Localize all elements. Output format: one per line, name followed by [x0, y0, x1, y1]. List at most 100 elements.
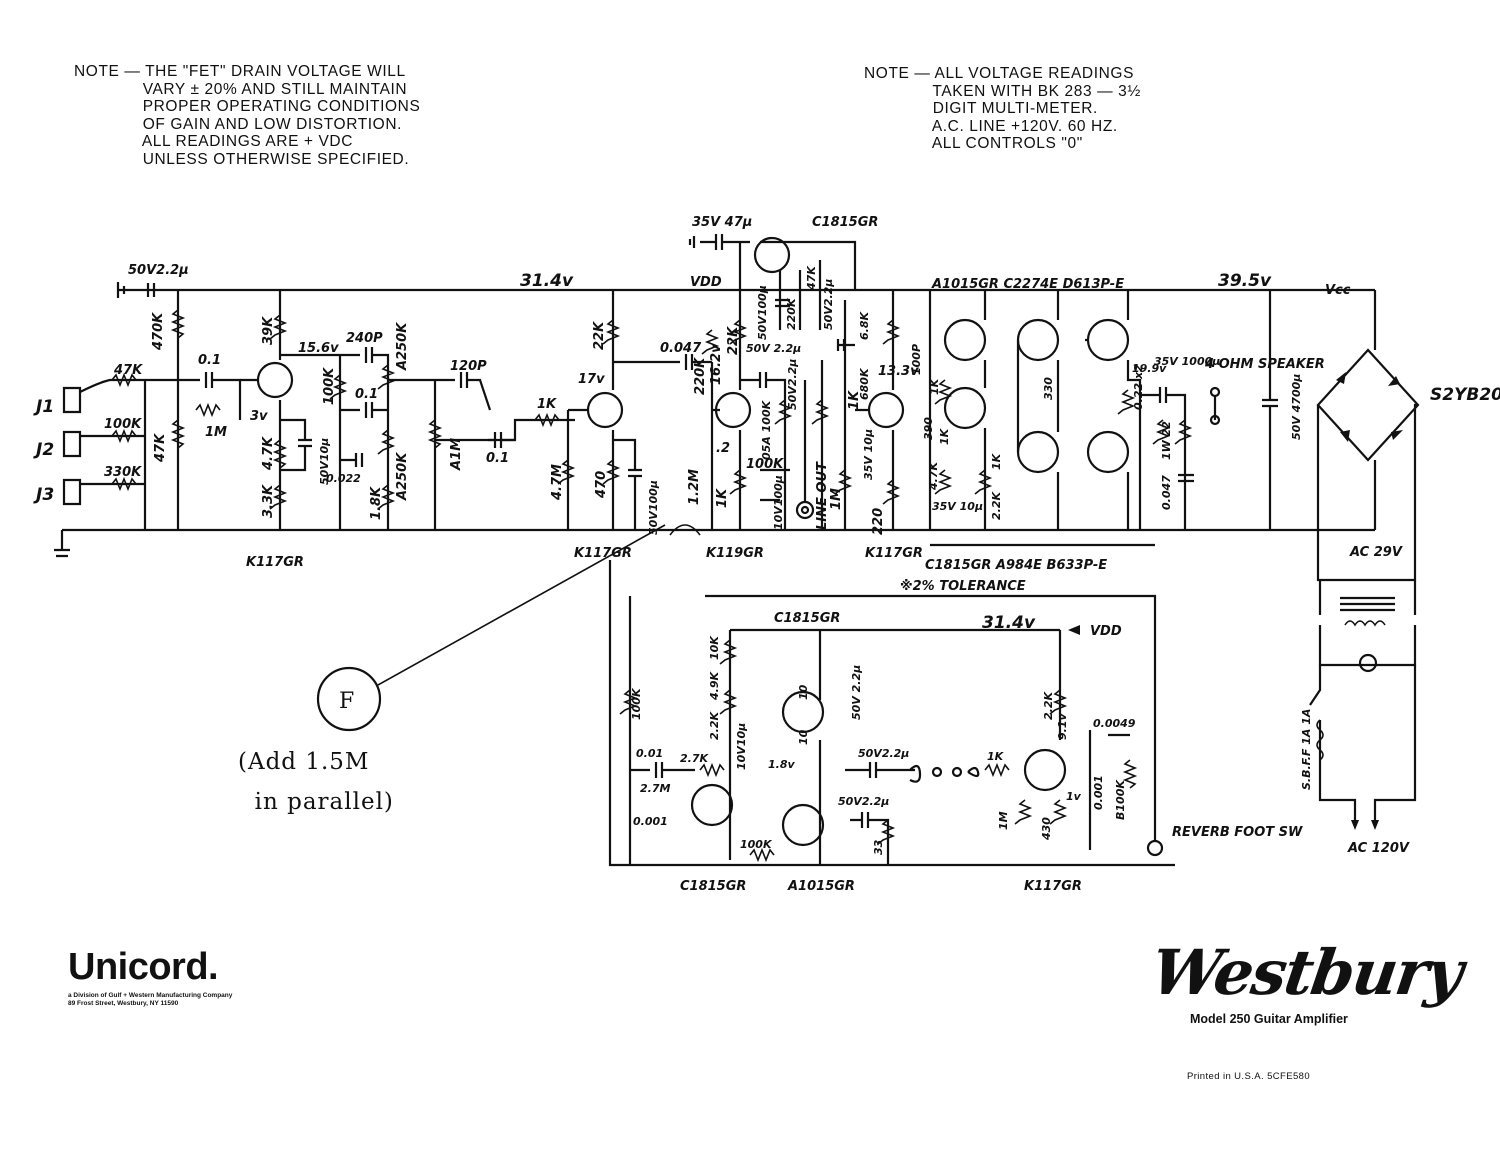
vdd-arrow [1068, 625, 1080, 635]
power-switch-wires [1309, 665, 1417, 820]
lbl-220k-b: 220K [785, 297, 798, 330]
lbl-47k-c: 4.7K [261, 436, 276, 471]
lbl-35v10u: 35V 10µ [862, 429, 875, 480]
filter-caps [1178, 290, 1278, 530]
lbl-50v100u: 50V100µ [647, 480, 660, 535]
lbl-1k-b: 1K [715, 488, 730, 508]
volume-wires [388, 372, 575, 530]
lbl-330: 330 [1042, 377, 1055, 400]
fet1-bypass-cap [280, 418, 312, 472]
fet-reverb-k117gr [1023, 748, 1067, 792]
speaker-terminal-top [1209, 386, 1221, 398]
lbl-430: 430 [1040, 817, 1053, 841]
lbl-c1815gr-top: C1815GR [812, 215, 878, 230]
fet2 [586, 391, 624, 429]
fet1 [256, 361, 294, 399]
lbl-50v22u-e: 50V2.2µ [858, 747, 909, 760]
lbl-k117gr-1: K117GR [246, 555, 304, 570]
volume-pot [427, 419, 443, 449]
lbl-50v22u-d: 50V 2.2µ [850, 665, 863, 720]
lbl-120p: 120P [450, 359, 487, 374]
printed-code: Printed in U.S.A. 5CFE580 [1187, 1071, 1310, 1082]
lbl-022: 0.22 x2 [1132, 364, 1145, 410]
lbl-1k-g: 1K [987, 750, 1005, 763]
reverb-wires [608, 560, 1175, 867]
reverb-caps [845, 762, 915, 865]
lbl-05a100k: 05A 100K [760, 399, 773, 460]
fet4-resistors [882, 319, 901, 505]
lbl-27k: 2.7K [680, 752, 709, 765]
regulator-wires [700, 234, 857, 290]
ground-symbol [54, 530, 70, 558]
power-amp-resistors [934, 379, 1136, 495]
lbl-line-out: LINE OUT [815, 461, 830, 530]
lbl-47k-d: 47K [805, 265, 818, 291]
q-d613pe [1086, 318, 1130, 362]
lbl-0001: 0.001 [633, 815, 668, 828]
q-reverb-c1815gr [690, 783, 734, 827]
bias-resistors [170, 309, 221, 449]
lbl-330k: 330K [104, 465, 142, 480]
lbl-0047-b: 0.047 [1160, 475, 1173, 510]
lbl-outputs-bottom: C1815GR A984E B633P-E [925, 558, 1107, 573]
speaker-terminal-bottom [1209, 414, 1221, 426]
lbl-0047: 0.047 [660, 341, 702, 356]
lbl-47k-b: 47K [153, 433, 168, 463]
tone-cap [340, 453, 364, 467]
input-resistors [111, 372, 137, 492]
lbl-22k-e: 2.2K [1042, 691, 1055, 720]
lbl-k117gr-3: K117GR [865, 546, 923, 561]
lbl-a250k-2: A250K [395, 452, 410, 501]
line-cap [1358, 653, 1378, 673]
lbl-47m: 4.7M [550, 464, 565, 501]
lbl-1m-b: 1M [829, 488, 844, 510]
fet3 [714, 391, 752, 429]
transformer [1318, 580, 1417, 667]
diode-arrows [1336, 372, 1403, 442]
q-a1015gr [943, 318, 987, 362]
lbl-50v-22u: 50V 2.2µ [746, 342, 801, 355]
lbl-18k: 1.8K [369, 486, 384, 520]
lbl-k117gr-4: K117GR [1024, 879, 1082, 894]
lbl-0001-b: 0.001 [1092, 775, 1105, 810]
lbl-1v: 1v [1066, 790, 1082, 803]
transformer-primary [1344, 620, 1386, 627]
lbl-18v: 1.8v [768, 758, 795, 771]
unicord-address: a Division of Gulf + Western Manufacturi… [68, 992, 233, 1007]
lbl-50v22u-f: 50V2.2µ [838, 795, 889, 808]
lbl-k117gr-2: K117GR [574, 546, 632, 561]
lbl-1m-c: 1M [997, 811, 1010, 830]
lbl-22k-c: 2.2K [990, 491, 1003, 520]
reverb-resistors [619, 639, 1068, 863]
lbl-1k-f: 1K [990, 452, 1003, 470]
lbl-00049: 0.0049 [1093, 717, 1136, 730]
lbl-100k-e: 100K [740, 838, 773, 851]
ac-arrows [1351, 820, 1379, 830]
lbl-47k-a: 47K [113, 363, 143, 378]
interstage-cap [613, 354, 712, 370]
lbl-j2: J2 [33, 440, 54, 460]
callout-f-hook [669, 524, 701, 536]
lbl-1k-d: 1K [928, 377, 941, 395]
model-name: Model 250 Guitar Amplifier [1190, 1012, 1348, 1026]
lbl-22k: 22K [592, 321, 607, 350]
lbl-12m: 1.2M [687, 469, 702, 505]
coupling-cap [488, 432, 515, 448]
q-reverb-mid [781, 690, 825, 734]
callout-f-label: F [339, 689, 354, 714]
cap-symbol [146, 283, 156, 297]
lbl-01-a: 0.1 [198, 353, 221, 368]
lbl-3v: 3v [250, 409, 268, 424]
lbl-199v: 19.9v [1132, 362, 1167, 375]
lbl-390: 390 [922, 417, 935, 440]
lbl-1k-a: 1K [537, 397, 557, 412]
lbl-c1815gr-b: C1815GR [680, 879, 746, 894]
reg-ground [688, 236, 696, 248]
lbl-100k-a: 100K [104, 417, 142, 432]
lbl-49k: 4.9K [708, 671, 721, 701]
lbl-47k-e: 4.7K [927, 461, 940, 491]
lbl-001: 0.01 [636, 747, 663, 760]
line-out-jack [795, 500, 815, 520]
westbury-logo: Westbury [1146, 936, 1466, 1009]
reverb-jack-in [951, 766, 963, 778]
